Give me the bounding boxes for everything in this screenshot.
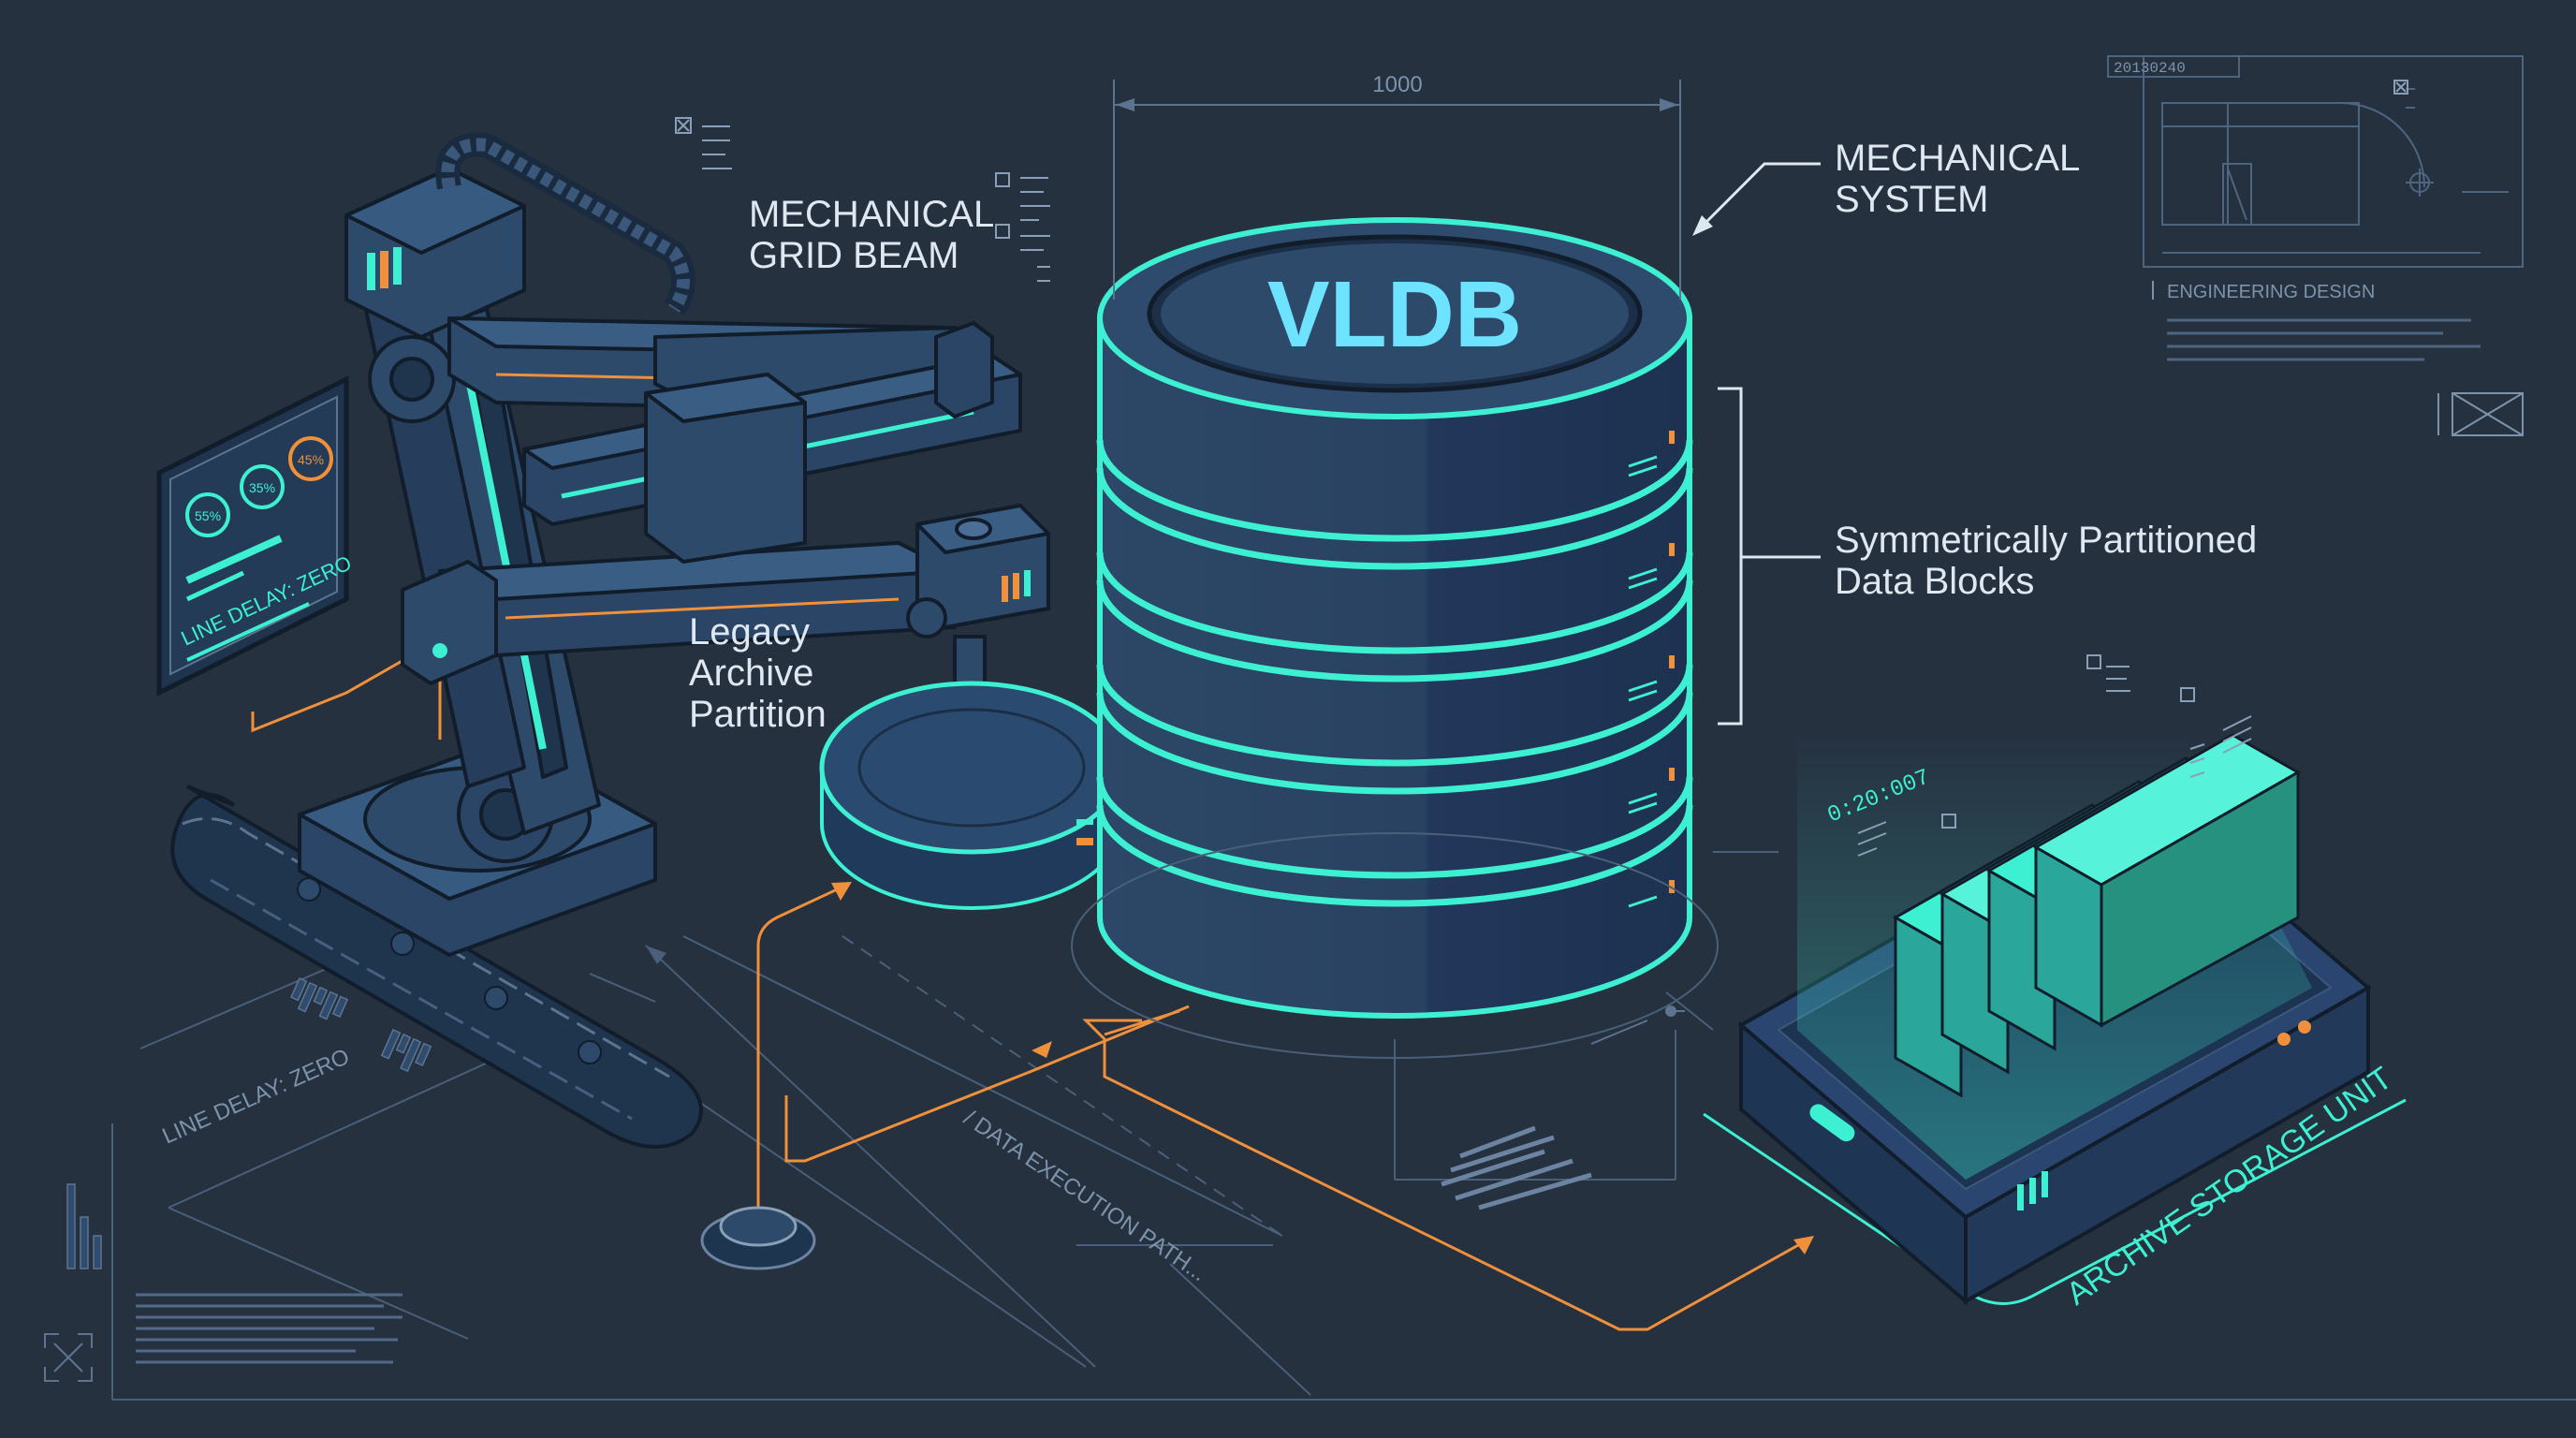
gauge-3: 45% (288, 436, 333, 481)
data-blocks-bracket (1718, 387, 1821, 726)
robot-track (170, 785, 703, 1149)
mechanical-system-label: MECHANICAL SYSTEM (1835, 138, 2089, 220)
flow-paths (251, 653, 1808, 1331)
robot-arm (298, 132, 1050, 957)
width-dimension (1113, 80, 1681, 300)
floor-bars (66, 977, 432, 1269)
floor-dashes (1441, 1125, 1592, 1211)
svg-text:55%: 55% (195, 508, 221, 523)
engineering-blueprint (2107, 55, 2524, 268)
width-dimension-label: 1000 (1372, 72, 1422, 97)
grid-beam-annotations (675, 117, 1050, 282)
floor-button (700, 1206, 816, 1270)
legacy-archive-platform (819, 681, 1124, 910)
cylinder-indicators (1669, 431, 1675, 893)
svg-text:45%: 45% (298, 452, 324, 467)
floor-text-block (136, 1293, 402, 1364)
gauge-1: 55% (185, 492, 230, 537)
close-icon (2393, 80, 2408, 95)
data-blocks-label: Symmetrically Partitioned Data Blocks (1835, 520, 2267, 602)
archive-storage-unit (1703, 730, 2407, 1306)
data-execution-path-label: / DATA EXECUTION PATH... (959, 1106, 1211, 1287)
crosshair-icon (44, 1333, 93, 1382)
blueprint-notes (2167, 318, 2481, 361)
cross-box-icon (2437, 392, 2524, 436)
legacy-archive-label: Legacy Archive Partition (689, 611, 827, 735)
svg-text:35%: 35% (249, 480, 275, 495)
vldb-title: VLDB (1267, 262, 1522, 367)
storage-plates (1892, 733, 2302, 1098)
blueprint-title: ENGINEERING DESIGN (2167, 282, 2375, 302)
mechanical-system-callout: MECHANICAL SYSTEM (1692, 138, 2089, 236)
floor-line-delay-label: LINE DELAY: ZERO (158, 1044, 353, 1149)
lower-right-markers (1590, 1005, 1685, 1045)
vldb-cylinder: VLDB (1071, 217, 1719, 1059)
grid-beam-label: MECHANICAL GRID BEAM (749, 194, 1003, 276)
blueprint-code: 20130240 (2114, 60, 2186, 77)
gauge-2: 35% (240, 464, 285, 509)
holo-annotations (1857, 654, 2252, 857)
status-monitor: 55% 35% 45% LINE DELAY: ZERO (156, 374, 355, 697)
flow-arrowheads (831, 882, 1814, 1255)
